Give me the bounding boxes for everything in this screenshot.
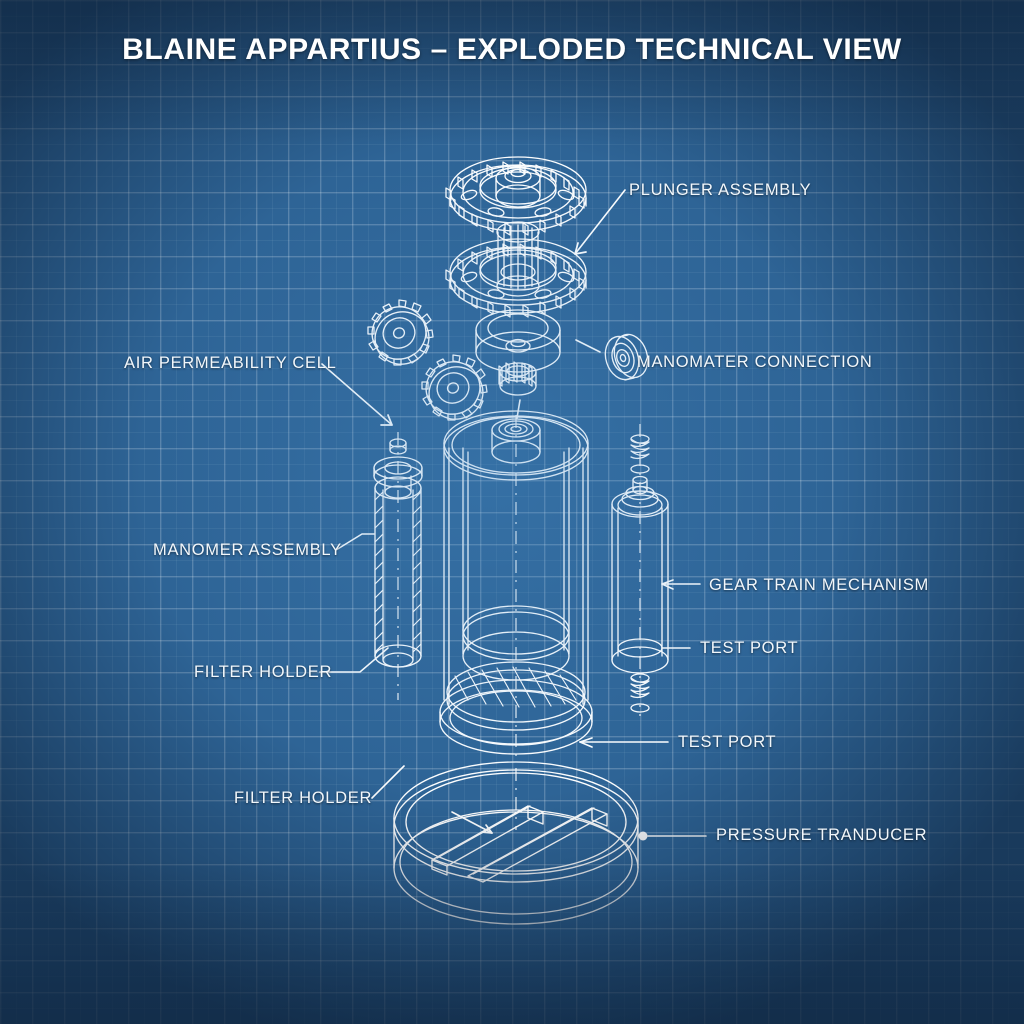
- label-test-port-upper: TEST PORT: [700, 639, 799, 657]
- label-test-port-lower: TEST PORT: [678, 733, 777, 751]
- label-pressure-tranducer: PRESSURE TRANDUCER: [716, 826, 928, 844]
- label-manomer-assembly: MANOMER ASSEMBLY: [153, 541, 342, 559]
- label-gear-train-mechanism: GEAR TRAIN MECHANISM: [709, 576, 929, 594]
- page-title: BLAINE APPARTIUS – EXPLODED TECHNICAL VI…: [122, 33, 902, 66]
- manometer-tube: [373, 432, 423, 700]
- leader-lines: [319, 189, 707, 841]
- label-plunger-assembly: PLUNGER ASSEMBLY: [629, 181, 812, 199]
- gear-train-rod: [611, 424, 669, 716]
- main-cylinder: [439, 410, 593, 760]
- label-filter-holder-low: FILTER HOLDER: [234, 789, 373, 807]
- label-manomater-connection: MANOMATER CONNECTION: [637, 353, 873, 371]
- base-dish: [393, 761, 639, 925]
- loose-spur-gears: [367, 299, 488, 421]
- label-air-permeability-cell: AIR PERMEABILITY CELL: [124, 354, 337, 372]
- label-filter-holder-mid: FILTER HOLDER: [194, 663, 333, 681]
